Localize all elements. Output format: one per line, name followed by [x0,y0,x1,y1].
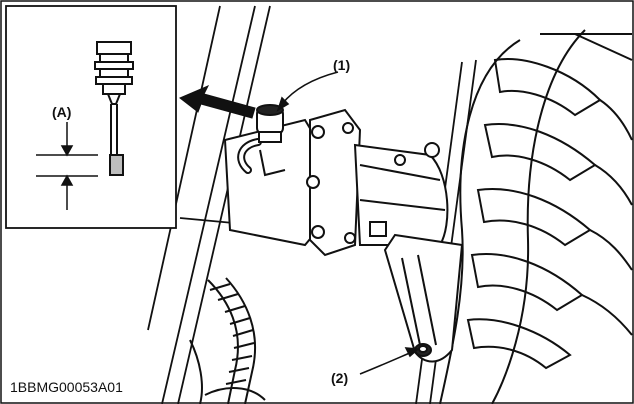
drain-plug [414,343,432,357]
figure-code: 1BBMG00053A01 [10,379,123,395]
leader-lines [276,71,420,375]
bolts [306,122,440,244]
axle-housing [223,108,464,363]
inset-box [5,5,177,229]
dimension-a-marks [36,122,98,210]
corrugated-hose [189,277,266,404]
dipstick-cap [256,104,284,143]
pointer-arrow [179,85,256,119]
callout-dimension-a: (A) [52,104,71,120]
callout-part-1: (1) [333,57,350,73]
dipstick-detail [94,41,134,176]
callout-part-2: (2) [331,370,348,386]
